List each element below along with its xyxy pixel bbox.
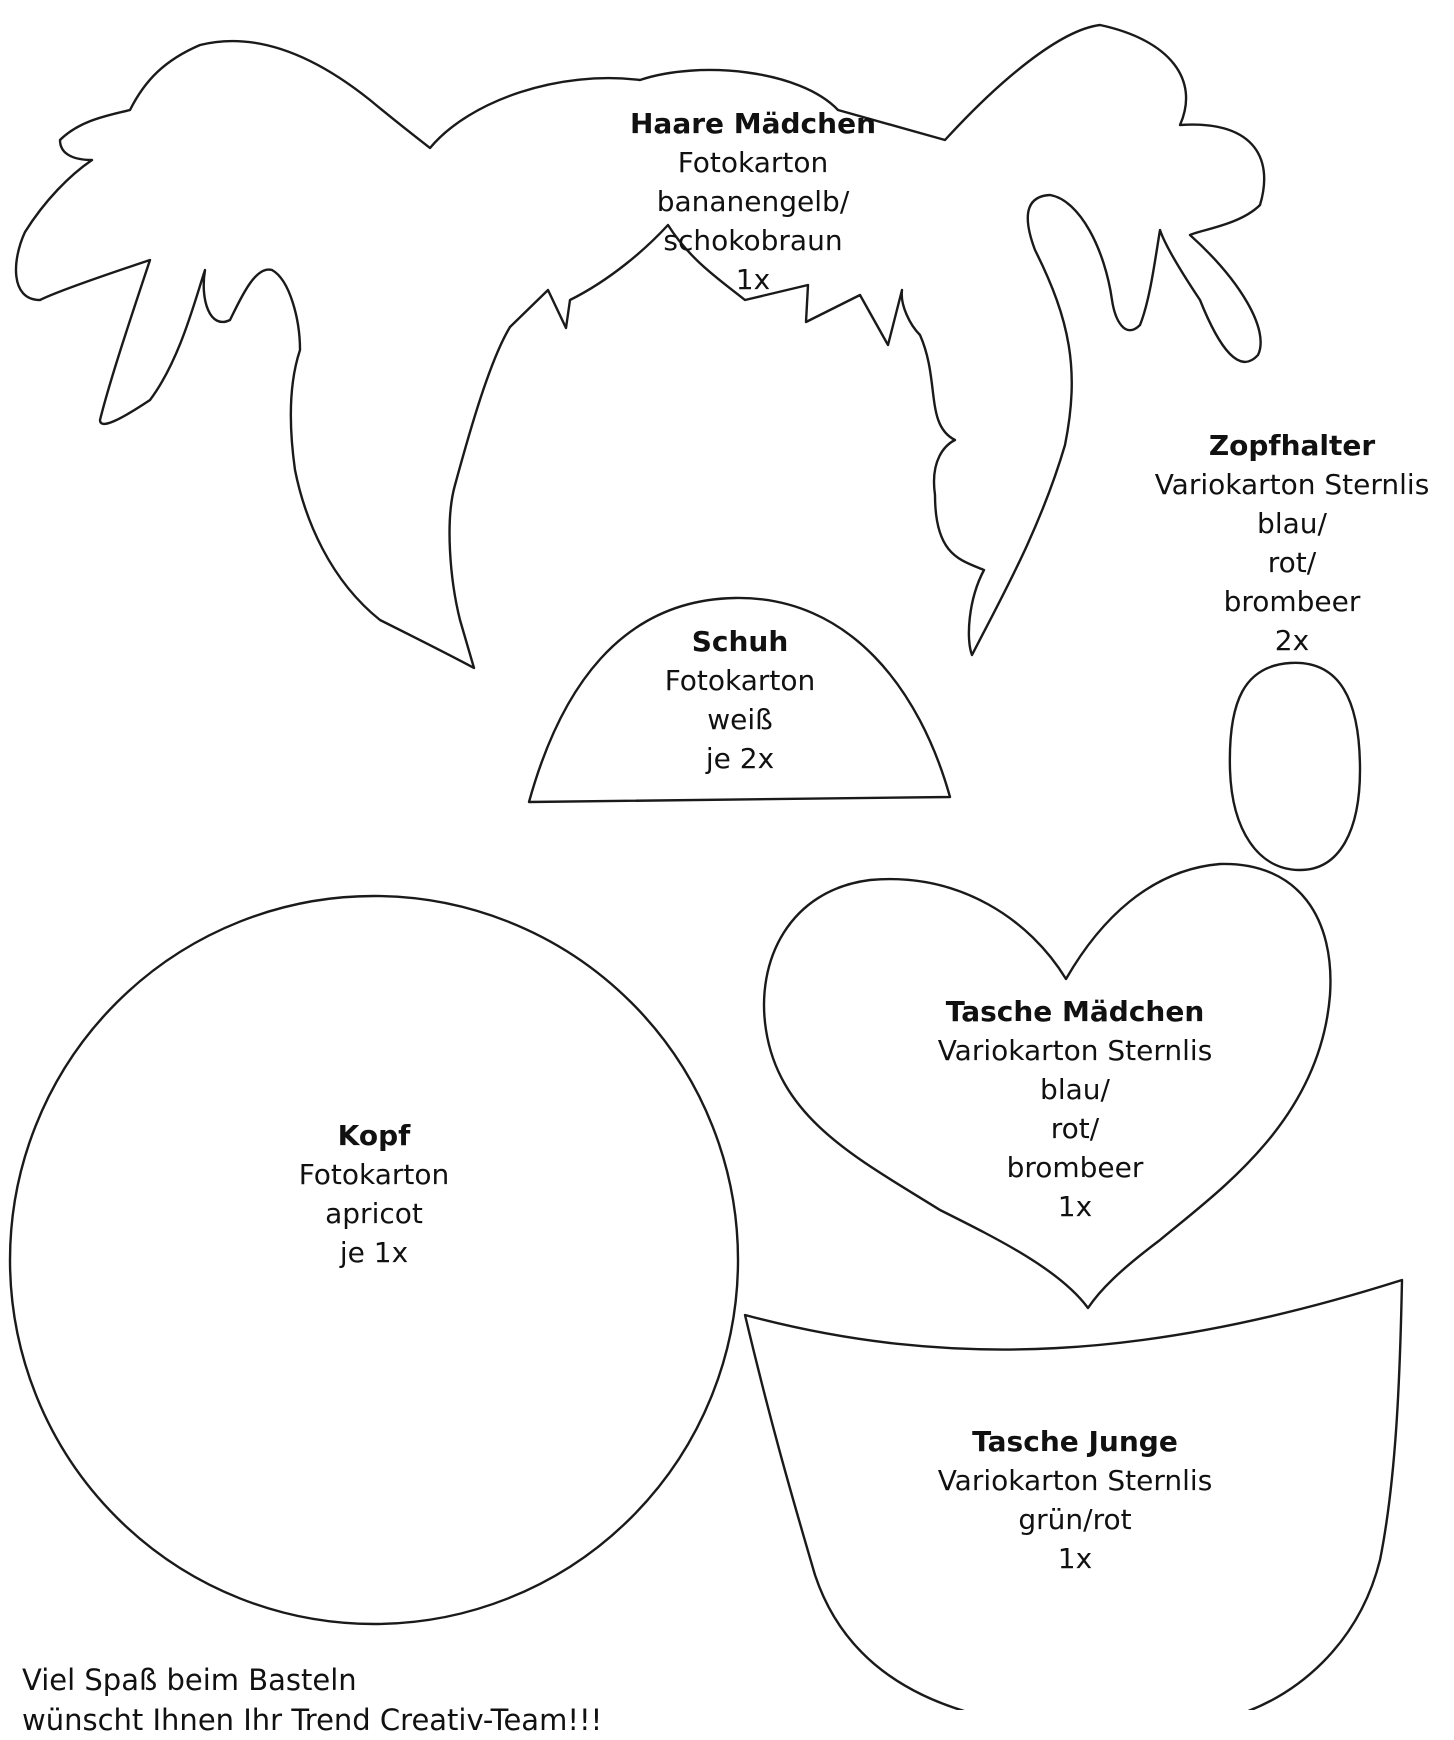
tasche-junge-line-3: 1x xyxy=(1057,1542,1093,1575)
haare-line-3: schokobraun xyxy=(663,224,843,257)
kopf-title: Kopf xyxy=(337,1119,411,1152)
hair-outline xyxy=(14,23,1266,670)
haare-title: Haare Mädchen xyxy=(629,107,877,140)
schuh-line-2: weiß xyxy=(707,703,773,736)
tasche-maedchen-label: Tasche Mädchen Variokarton Sternlis blau… xyxy=(905,992,1245,1226)
tasche-junge-label: Tasche Junge Variokarton Sternlis grün/r… xyxy=(905,1422,1245,1578)
schuh-line-3: je 2x xyxy=(705,742,775,775)
kopf-line-3: je 1x xyxy=(339,1236,409,1269)
schuh-label: Schuh Fotokarton weiß je 2x xyxy=(600,622,880,778)
kopf-line-1: Fotokarton xyxy=(298,1158,450,1191)
footer-line-2: wünscht Ihnen Ihr Trend Creativ-Team!!! xyxy=(22,1703,603,1737)
schuh-title: Schuh xyxy=(691,625,789,658)
zopfhalter-line-2: blau/ xyxy=(1257,507,1327,540)
footer-note: Viel Spaß beim Basteln wünscht Ihnen Ihr… xyxy=(22,1660,602,1740)
zopfhalter-line-4: brombeer xyxy=(1223,585,1361,618)
kopf-outline xyxy=(8,894,740,1626)
tasche-junge-line-1: Variokarton Sternlis xyxy=(937,1464,1213,1497)
tasche-maedchen-line-2: blau/ xyxy=(1040,1073,1110,1106)
tasche-maedchen-outline xyxy=(762,862,1332,1310)
kopf-line-2: apricot xyxy=(325,1197,423,1230)
tasche-junge-outline xyxy=(743,1278,1404,1710)
zopfhalter-line-1: Variokarton Sternlis xyxy=(1154,468,1430,501)
zopfhalter-title: Zopfhalter xyxy=(1208,429,1376,462)
tasche-maedchen-line-4: brombeer xyxy=(1006,1151,1144,1184)
tasche-junge-line-2: grün/rot xyxy=(1018,1503,1132,1536)
zopfhalter-line-3: rot/ xyxy=(1267,546,1317,579)
footer-line-1: Viel Spaß beim Basteln xyxy=(22,1663,357,1697)
haare-line-2: bananengelb/ xyxy=(656,185,850,218)
haare-line-4: 1x xyxy=(735,263,771,296)
tasche-maedchen-line-3: rot/ xyxy=(1050,1112,1100,1145)
haare-label: Haare Mädchen Fotokarton bananengelb/ sc… xyxy=(598,104,908,299)
zopfhalter-outline xyxy=(1228,661,1362,872)
tasche-maedchen-title: Tasche Mädchen xyxy=(945,995,1205,1028)
zopfhalter-line-5: 2x xyxy=(1274,624,1310,657)
tasche-maedchen-line-5: 1x xyxy=(1057,1190,1093,1223)
tasche-junge-title: Tasche Junge xyxy=(972,1425,1178,1458)
haare-line-1: Fotokarton xyxy=(677,146,829,179)
tasche-maedchen-line-1: Variokarton Sternlis xyxy=(937,1034,1213,1067)
schuh-line-1: Fotokarton xyxy=(664,664,816,697)
zopfhalter-label: Zopfhalter Variokarton Sternlis blau/ ro… xyxy=(1132,426,1452,660)
kopf-label: Kopf Fotokarton apricot je 1x xyxy=(244,1116,504,1272)
schuh-outline xyxy=(527,596,952,804)
